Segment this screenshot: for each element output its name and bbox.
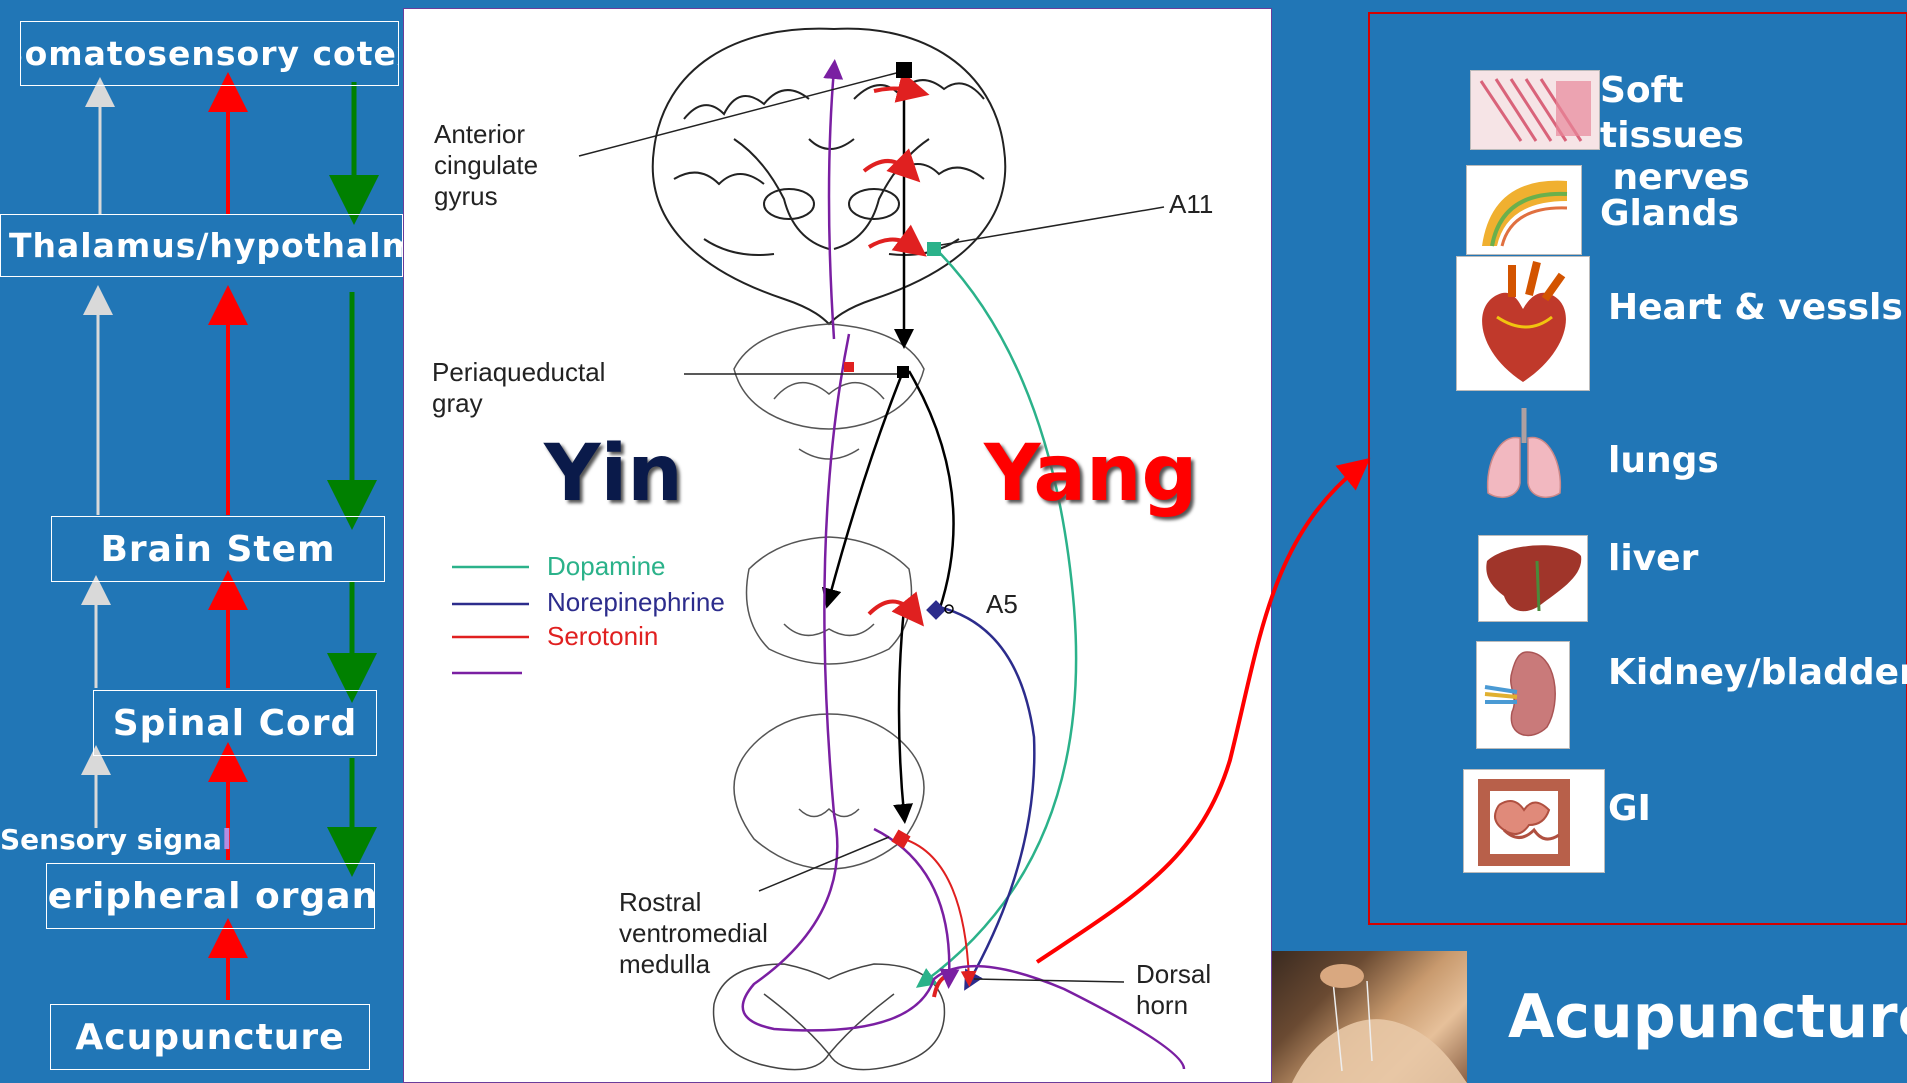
- box-brain-stem-label: Brain Stem: [100, 529, 335, 570]
- heart-icon: [1456, 256, 1590, 391]
- muscle-tissue-icon: [1470, 70, 1600, 150]
- yang-label: Yang: [984, 429, 1197, 519]
- legend-serotonin: Serotonin: [547, 621, 658, 652]
- organ-label-line: Glands: [1600, 196, 1750, 232]
- organ-label-kidney: Kidney/bladder: [1608, 652, 1907, 694]
- organ-label-lungs: lungs: [1608, 440, 1719, 482]
- label-line: medulla: [619, 949, 768, 980]
- organ-label-liver: liver: [1608, 538, 1698, 580]
- organ-label-line: nerves: [1600, 160, 1750, 196]
- box-acupuncture: Acupuncture: [50, 1004, 370, 1070]
- footer-acupuncture-title: Acupuncture: [1508, 982, 1907, 1052]
- box-acupuncture-label: Acupuncture: [75, 1017, 344, 1058]
- label-dorsal-horn: Dorsal horn: [1136, 959, 1211, 1021]
- label-rostral-ventromedial-medulla: Rostral ventromedial medulla: [619, 887, 768, 980]
- box-brain-stem: Brain Stem: [51, 516, 385, 582]
- nerve-gland-icon: [1466, 165, 1582, 255]
- organ-label-soft-tissues-2: tissues: [1600, 115, 1744, 157]
- organ-label-nerves-glands: nerves Glands: [1600, 160, 1750, 232]
- organ-label-heart: Heart & vessls: [1608, 287, 1903, 329]
- organ-label-soft-tissues: Soft: [1600, 70, 1684, 112]
- legend-swatches: [452, 567, 529, 673]
- label-a11: A11: [1169, 189, 1213, 220]
- label-line: Periaqueductal: [432, 357, 605, 388]
- box-peripheral-organs: Peripheral organs: [46, 863, 375, 929]
- legend-norepinephrine: Norepinephrine: [547, 587, 725, 618]
- sensory-signal-text: Sensory signa: [0, 823, 222, 856]
- acupuncture-photo: [1272, 951, 1467, 1083]
- label-line: gyrus: [434, 181, 538, 212]
- label-line: Rostral: [619, 887, 768, 918]
- box-spinal-cord: Spinal Cord: [93, 690, 377, 756]
- liver-icon: [1478, 535, 1588, 622]
- label-line: horn: [1136, 990, 1211, 1021]
- label-line: cingulate: [434, 150, 538, 181]
- kidney-icon: [1476, 641, 1570, 749]
- label-periaqueductal-gray: Periaqueductal gray: [432, 357, 605, 419]
- sensory-signal-label: Sensory signal: [0, 823, 232, 856]
- intestine-icon: [1463, 769, 1605, 873]
- label-a5: A5: [986, 589, 1018, 620]
- box-somatosensory: Somatosensory cotex: [20, 21, 399, 86]
- organ-label-gi: GI: [1608, 788, 1651, 830]
- label-anterior-cingulate: Anterior cingulate gyrus: [434, 119, 538, 212]
- neuro-pathway-diagram: Anterior cingulate gyrus A11 Periaqueduc…: [403, 8, 1272, 1083]
- organ-label-line: tissues: [1600, 115, 1744, 157]
- box-somatosensory-label: Somatosensory cotex: [20, 34, 399, 73]
- label-line: ventromedial: [619, 918, 768, 949]
- sensory-signal-tail: l: [222, 823, 232, 856]
- box-thalamus-label: Thalamus/hypothalmus: [9, 226, 403, 265]
- box-peripheral-organs-label: Peripheral organs: [46, 876, 375, 917]
- box-thalamus: Thalamus/hypothalmus: [0, 214, 403, 277]
- lungs-icon: [1480, 403, 1569, 503]
- organ-label-line: Soft: [1600, 70, 1684, 112]
- legend-dopamine: Dopamine: [547, 551, 666, 582]
- yin-label: Yin: [544, 429, 683, 519]
- label-line: Anterior: [434, 119, 538, 150]
- label-line: gray: [432, 388, 605, 419]
- label-line: Dorsal: [1136, 959, 1211, 990]
- box-spinal-cord-label: Spinal Cord: [113, 703, 358, 744]
